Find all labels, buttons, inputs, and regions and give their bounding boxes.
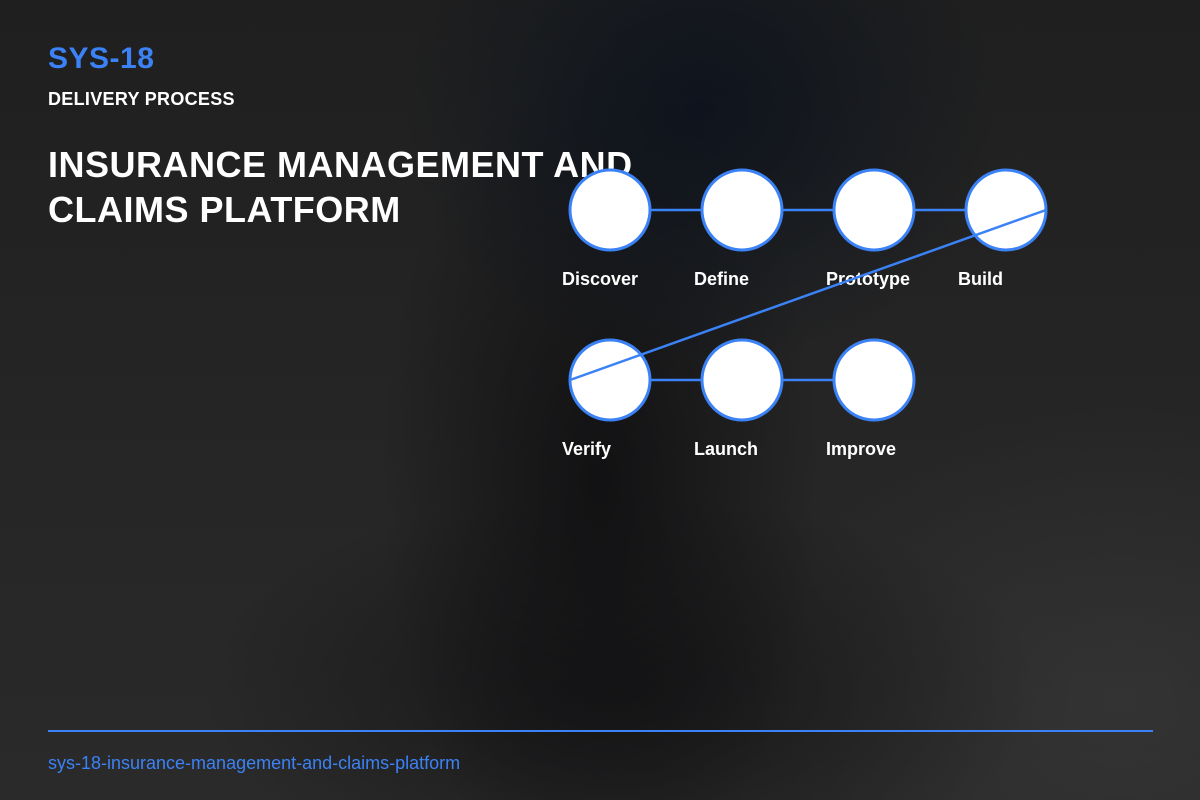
step-node-launch — [700, 338, 784, 422]
footer-slug: sys-18-insurance-management-and-claims-p… — [48, 753, 461, 773]
step-node-improve — [832, 338, 916, 422]
step-node-prototype — [832, 168, 916, 252]
step-node-discover — [568, 168, 652, 252]
step-label-prototype: Prototype — [826, 269, 910, 289]
step-label-launch: Launch — [694, 439, 758, 459]
page-title: INSURANCE MANAGEMENT AND CLAIMS PLATFORM — [48, 142, 668, 232]
step-node-verify — [568, 338, 652, 422]
process-nodes — [568, 168, 1048, 422]
step-label-improve: Improve — [826, 439, 896, 459]
process-connectors — [650, 208, 966, 382]
system-code: SYS-18 — [48, 42, 155, 75]
step-label-verify: Verify — [562, 439, 611, 459]
page-title-line-1: INSURANCE MANAGEMENT AND — [48, 144, 633, 185]
step-node-define — [700, 168, 784, 252]
section-label: DELIVERY PROCESS — [48, 89, 235, 109]
connector-4-to-5 — [569, 208, 1047, 382]
step-label-define: Define — [694, 269, 749, 289]
footer-divider — [48, 730, 1153, 732]
step-label-discover: Discover — [562, 269, 638, 289]
step-label-build: Build — [958, 269, 1003, 289]
step-node-build — [964, 168, 1048, 252]
process-labels: Improve Launch Verify Build Prototype Define D… — [562, 208, 1047, 459]
page-title-line-2: CLAIMS PLATFORM — [48, 189, 401, 230]
